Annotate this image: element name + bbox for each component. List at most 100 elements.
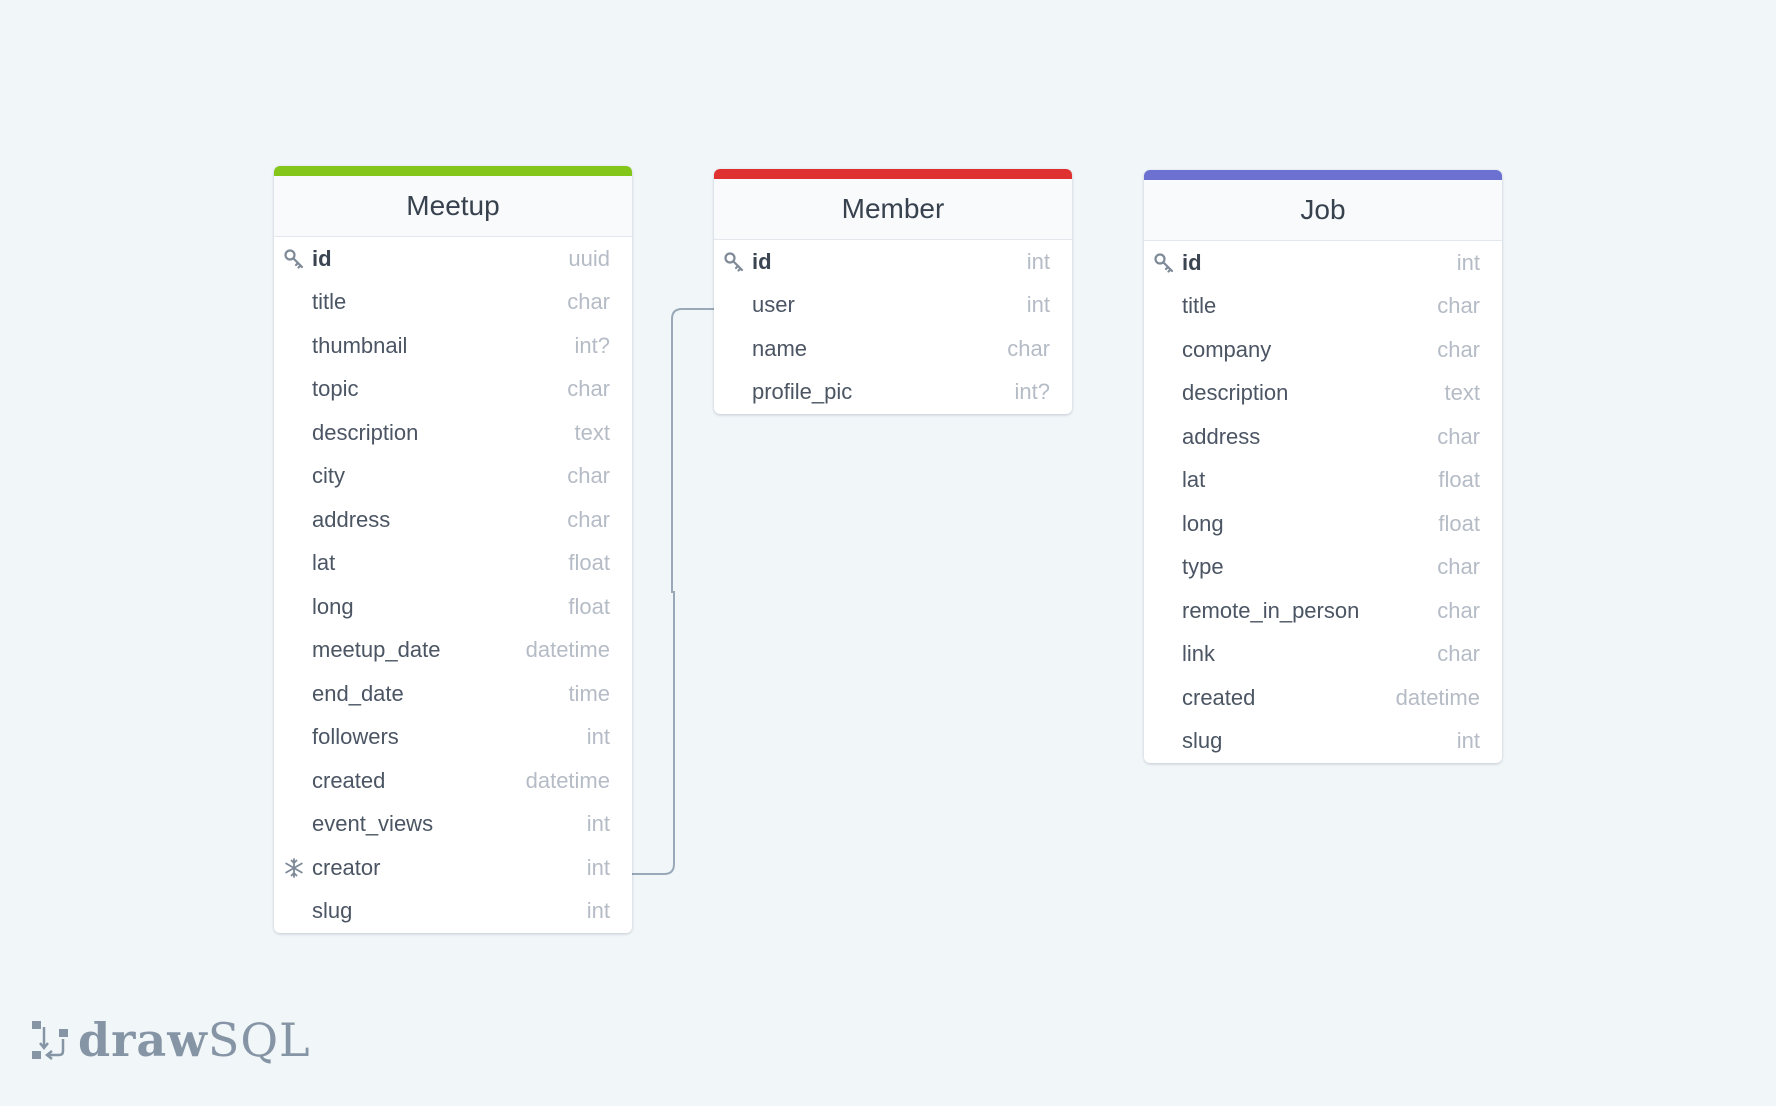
column-row-slug[interactable]: slug int bbox=[1144, 720, 1502, 764]
column-name: title bbox=[312, 289, 347, 315]
table-accent-bar bbox=[714, 169, 1072, 179]
column-type: char bbox=[1437, 293, 1480, 319]
column-name: lat bbox=[312, 550, 336, 576]
column-name: title bbox=[1182, 293, 1217, 319]
column-row-long[interactable]: long float bbox=[274, 585, 632, 629]
table-accent-bar bbox=[274, 166, 632, 176]
column-row-end-date[interactable]: end_date time bbox=[274, 672, 632, 716]
column-list: id int user int name char profile_pic int? bbox=[714, 240, 1072, 414]
table-title[interactable]: Member bbox=[714, 179, 1072, 240]
column-name: followers bbox=[312, 724, 399, 750]
column-row-lat[interactable]: lat float bbox=[274, 542, 632, 586]
column-name: company bbox=[1182, 336, 1272, 362]
column-row-description[interactable]: description text bbox=[1144, 372, 1502, 416]
column-type: datetime bbox=[1395, 684, 1480, 710]
column-row-long[interactable]: long float bbox=[1144, 502, 1502, 546]
column-name: type bbox=[1182, 554, 1224, 580]
column-name: long bbox=[1182, 510, 1224, 536]
column-row-id[interactable]: id uuid bbox=[274, 237, 632, 281]
table-accent-bar bbox=[1144, 170, 1502, 180]
column-name: id bbox=[312, 245, 332, 271]
column-name: slug bbox=[1182, 728, 1223, 754]
column-name: link bbox=[1182, 641, 1216, 667]
column-type: int bbox=[1456, 728, 1480, 754]
column-name: address bbox=[312, 506, 391, 532]
column-name: profile_pic bbox=[752, 379, 853, 405]
column-name: name bbox=[752, 335, 808, 361]
column-name: lat bbox=[1182, 467, 1206, 493]
column-type: uuid bbox=[568, 245, 610, 271]
key-icon bbox=[723, 251, 745, 273]
column-type: float bbox=[568, 593, 610, 619]
foreign-key-icon bbox=[283, 857, 305, 879]
logo-text-sql: SQL bbox=[207, 1013, 311, 1067]
column-name: id bbox=[752, 248, 772, 274]
column-row-event-views[interactable]: event_views int bbox=[274, 803, 632, 847]
column-type: int bbox=[1026, 292, 1050, 318]
column-type: float bbox=[1438, 510, 1480, 536]
column-name: created bbox=[312, 767, 386, 793]
column-row-created[interactable]: created datetime bbox=[274, 759, 632, 803]
column-row-id[interactable]: id int bbox=[714, 240, 1072, 284]
column-name: creator bbox=[312, 854, 381, 880]
column-name: address bbox=[1182, 423, 1261, 449]
key-icon bbox=[283, 248, 305, 270]
column-name: event_views bbox=[312, 811, 434, 837]
column-name: description bbox=[1182, 380, 1289, 406]
column-name: slug bbox=[312, 898, 353, 924]
column-name: end_date bbox=[312, 680, 404, 706]
column-type: datetime bbox=[525, 637, 610, 663]
column-row-user[interactable]: user int bbox=[714, 284, 1072, 328]
column-type: datetime bbox=[525, 767, 610, 793]
column-name: city bbox=[312, 463, 345, 489]
column-type: char bbox=[567, 463, 610, 489]
column-type: text bbox=[1444, 380, 1480, 406]
column-row-name[interactable]: name char bbox=[714, 327, 1072, 371]
logo-text-draw: draw bbox=[78, 1013, 208, 1067]
column-type: char bbox=[567, 376, 610, 402]
column-row-link[interactable]: link char bbox=[1144, 633, 1502, 677]
table-title[interactable]: Meetup bbox=[274, 176, 632, 237]
column-name: user bbox=[752, 292, 795, 318]
column-row-city[interactable]: city char bbox=[274, 455, 632, 499]
column-type: char bbox=[1437, 641, 1480, 667]
column-row-profile-pic[interactable]: profile_pic int? bbox=[714, 371, 1072, 415]
column-row-created[interactable]: created datetime bbox=[1144, 676, 1502, 720]
column-type: text bbox=[574, 419, 610, 445]
column-type: int bbox=[1456, 249, 1480, 275]
column-type: int bbox=[586, 898, 610, 924]
table-title[interactable]: Job bbox=[1144, 180, 1502, 241]
column-row-company[interactable]: company char bbox=[1144, 328, 1502, 372]
column-type: int bbox=[1026, 248, 1050, 274]
column-type: int? bbox=[1014, 379, 1050, 405]
column-name: long bbox=[312, 593, 354, 619]
column-name: thumbnail bbox=[312, 332, 408, 358]
column-row-title[interactable]: title char bbox=[1144, 285, 1502, 329]
column-type: float bbox=[568, 550, 610, 576]
column-row-slug[interactable]: slug int bbox=[274, 890, 632, 934]
column-type: char bbox=[1437, 336, 1480, 362]
key-icon bbox=[1153, 252, 1175, 274]
column-type: int bbox=[586, 811, 610, 837]
column-type: char bbox=[1007, 335, 1050, 361]
column-name: created bbox=[1182, 684, 1256, 710]
column-type: time bbox=[568, 680, 610, 706]
table-member[interactable]: Member id int user int name char profile_pic in… bbox=[714, 169, 1072, 414]
